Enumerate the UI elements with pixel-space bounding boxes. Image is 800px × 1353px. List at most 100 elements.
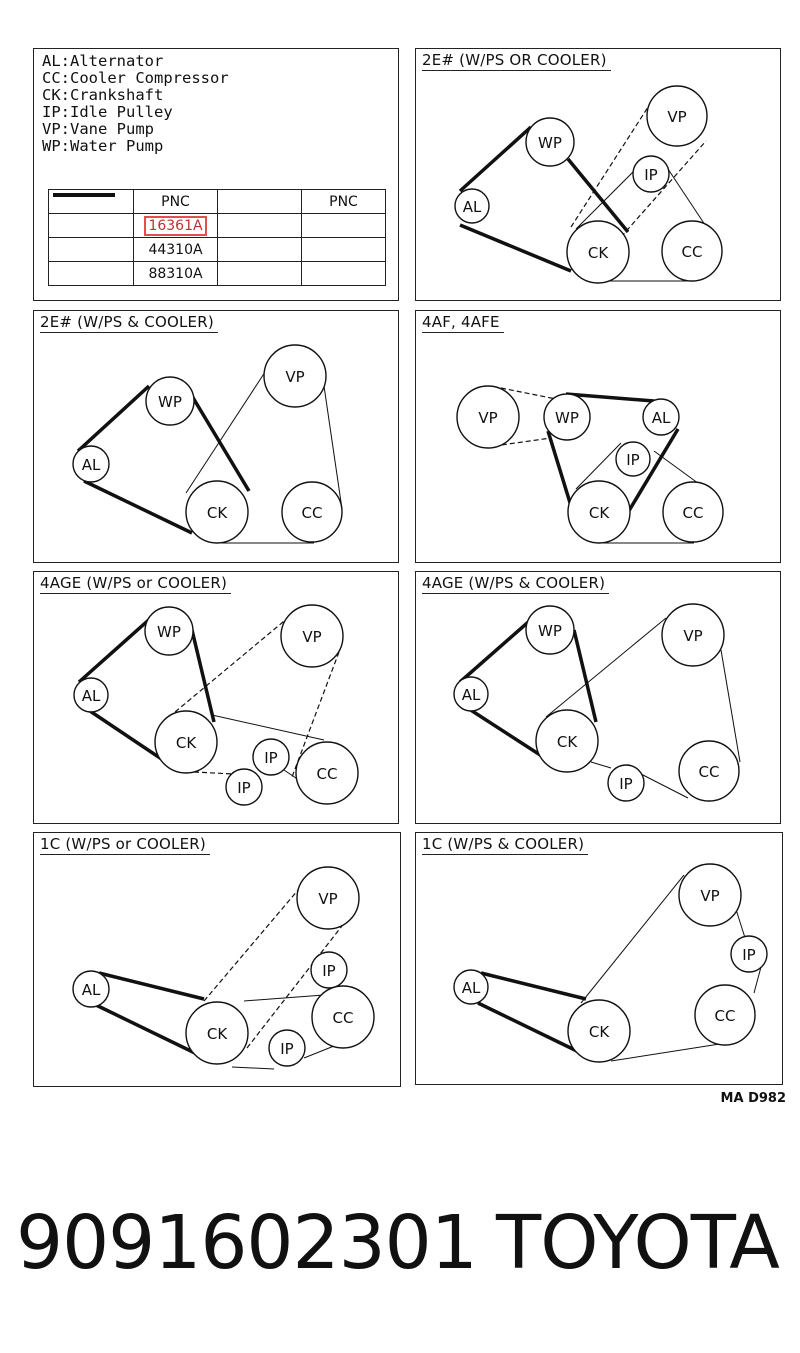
pulley-label: CC <box>683 504 704 522</box>
pulley <box>453 676 489 712</box>
table-row: 16361A <box>48 192 386 238</box>
pulley <box>607 764 645 802</box>
pulley-label: AL <box>652 409 671 427</box>
belt-segment <box>243 994 325 1002</box>
pulley-label: IP <box>619 775 632 793</box>
pulley <box>525 605 575 655</box>
belt-segment <box>477 1001 582 1055</box>
belt-segment <box>640 773 689 799</box>
panel-title: 2E# (W/PS & COOLER) <box>40 313 218 333</box>
belt-segment <box>570 103 651 228</box>
pulley-label: WP <box>555 409 579 427</box>
belt-segment <box>168 616 290 718</box>
panel-title: 4AGE (W/PS & COOLER) <box>422 574 610 594</box>
belt-segment <box>185 365 270 494</box>
belt-segment <box>77 615 154 684</box>
pulley <box>296 866 360 930</box>
legend-item: CC:Cooler Compressor <box>42 69 229 87</box>
pulley <box>310 951 348 989</box>
pulley <box>311 985 375 1049</box>
pulley-label: VP <box>302 628 321 646</box>
pulley <box>678 740 740 802</box>
belt-diagram: VP IP AL CC CK IP <box>72 866 375 1070</box>
pulley-label: CK <box>207 1025 228 1043</box>
pnc-header-left: PNC <box>133 189 218 214</box>
belt-segment <box>575 166 639 230</box>
belt-diagram: WP VP AL CK CC IP <box>453 603 741 802</box>
belt-segment <box>211 714 325 741</box>
pulley-label: VP <box>478 409 497 427</box>
pnc-table-blank <box>217 189 302 214</box>
pulley <box>661 603 725 667</box>
belt-segment <box>580 874 685 1004</box>
pulley-label: WP <box>538 622 562 640</box>
panel-title: 4AF, 4AFE <box>422 313 504 333</box>
pulley <box>185 480 249 544</box>
pulley <box>144 606 194 656</box>
pulley <box>154 710 218 774</box>
pulley <box>566 220 630 284</box>
pulley <box>730 935 768 973</box>
pulley-label: CC <box>333 1009 354 1027</box>
pulley <box>145 376 195 426</box>
belt-segment <box>575 442 622 490</box>
pulley <box>73 677 109 713</box>
belt-segment <box>203 882 305 1002</box>
pulley <box>642 398 680 436</box>
belt-segment <box>493 437 552 447</box>
pulley-label: IP <box>237 779 250 797</box>
legend-item: VP:Vane Pump <box>42 120 155 138</box>
pnc-value: 88310A <box>133 261 218 286</box>
table-row: 88310A <box>48 194 386 286</box>
belt-segment <box>76 384 151 453</box>
pulley <box>454 188 490 224</box>
pulley-label: VP <box>700 887 719 905</box>
belt-segment <box>565 392 655 403</box>
figure-reference: MA D982 <box>720 1091 786 1106</box>
pulley-label: CC <box>715 1007 736 1025</box>
brand-name: TOYOTA <box>496 1200 780 1286</box>
legend-item: WP:Water Pump <box>42 137 164 155</box>
pulley-label: AL <box>82 456 101 474</box>
pulley <box>185 1001 249 1065</box>
panel-title: 4AGE (W/PS or COOLER) <box>40 574 231 594</box>
panel-title: 2E# (W/PS OR COOLER) <box>422 51 611 71</box>
belt-segment <box>458 125 533 193</box>
diagram-2e-ps-and-cooler: VP WP AL CK CC 2E# (W/PS & COOLER) <box>33 310 399 563</box>
diagram-4af-4afe: VP WP AL IP CK CC 4AF, 4AFE <box>415 310 781 563</box>
pulley-label: VP <box>318 890 337 908</box>
pulley-label: VP <box>285 368 304 386</box>
belt-segment <box>83 705 170 766</box>
diagram-4age-ps-or-cooler: WP VP AL CK IP CC IP 4AGE (W/PS or COOLE… <box>33 571 399 824</box>
pulley <box>662 481 724 543</box>
belt-segment <box>500 387 557 400</box>
panel-title: 1C (W/PS or COOLER) <box>40 835 210 855</box>
pulley-label: IP <box>742 946 755 964</box>
pulley <box>72 970 110 1008</box>
pulley <box>263 344 327 408</box>
belt-diagram: VP WP AL CK CC <box>72 344 343 544</box>
pulley-label: AL <box>82 687 101 705</box>
pulley <box>268 1029 306 1067</box>
pulley-label: VP <box>667 108 686 126</box>
pulley-label: CC <box>699 763 720 781</box>
belt-segment <box>546 430 573 507</box>
belt-segment <box>190 629 216 723</box>
part-number: 9091602301 <box>16 1200 478 1286</box>
pulley-label: CC <box>317 765 338 783</box>
pulley-label: AL <box>462 686 481 704</box>
legend-item: CK:Crankshaft <box>42 86 164 104</box>
belt-segment <box>753 966 762 994</box>
pulley-label: CK <box>589 1023 610 1041</box>
belt-diagram: VP WP IP AL CK CC <box>454 85 723 284</box>
pulley-label: AL <box>463 198 482 216</box>
belt-segment <box>620 140 707 238</box>
line-sample-dashed <box>48 193 134 262</box>
pulley <box>567 999 631 1063</box>
pnc-value-highlighted[interactable]: 16361A <box>144 215 207 236</box>
belt-segment <box>193 771 235 775</box>
belt-segment <box>590 761 612 769</box>
pulley <box>456 385 520 449</box>
pulley-label: CK <box>588 244 609 262</box>
